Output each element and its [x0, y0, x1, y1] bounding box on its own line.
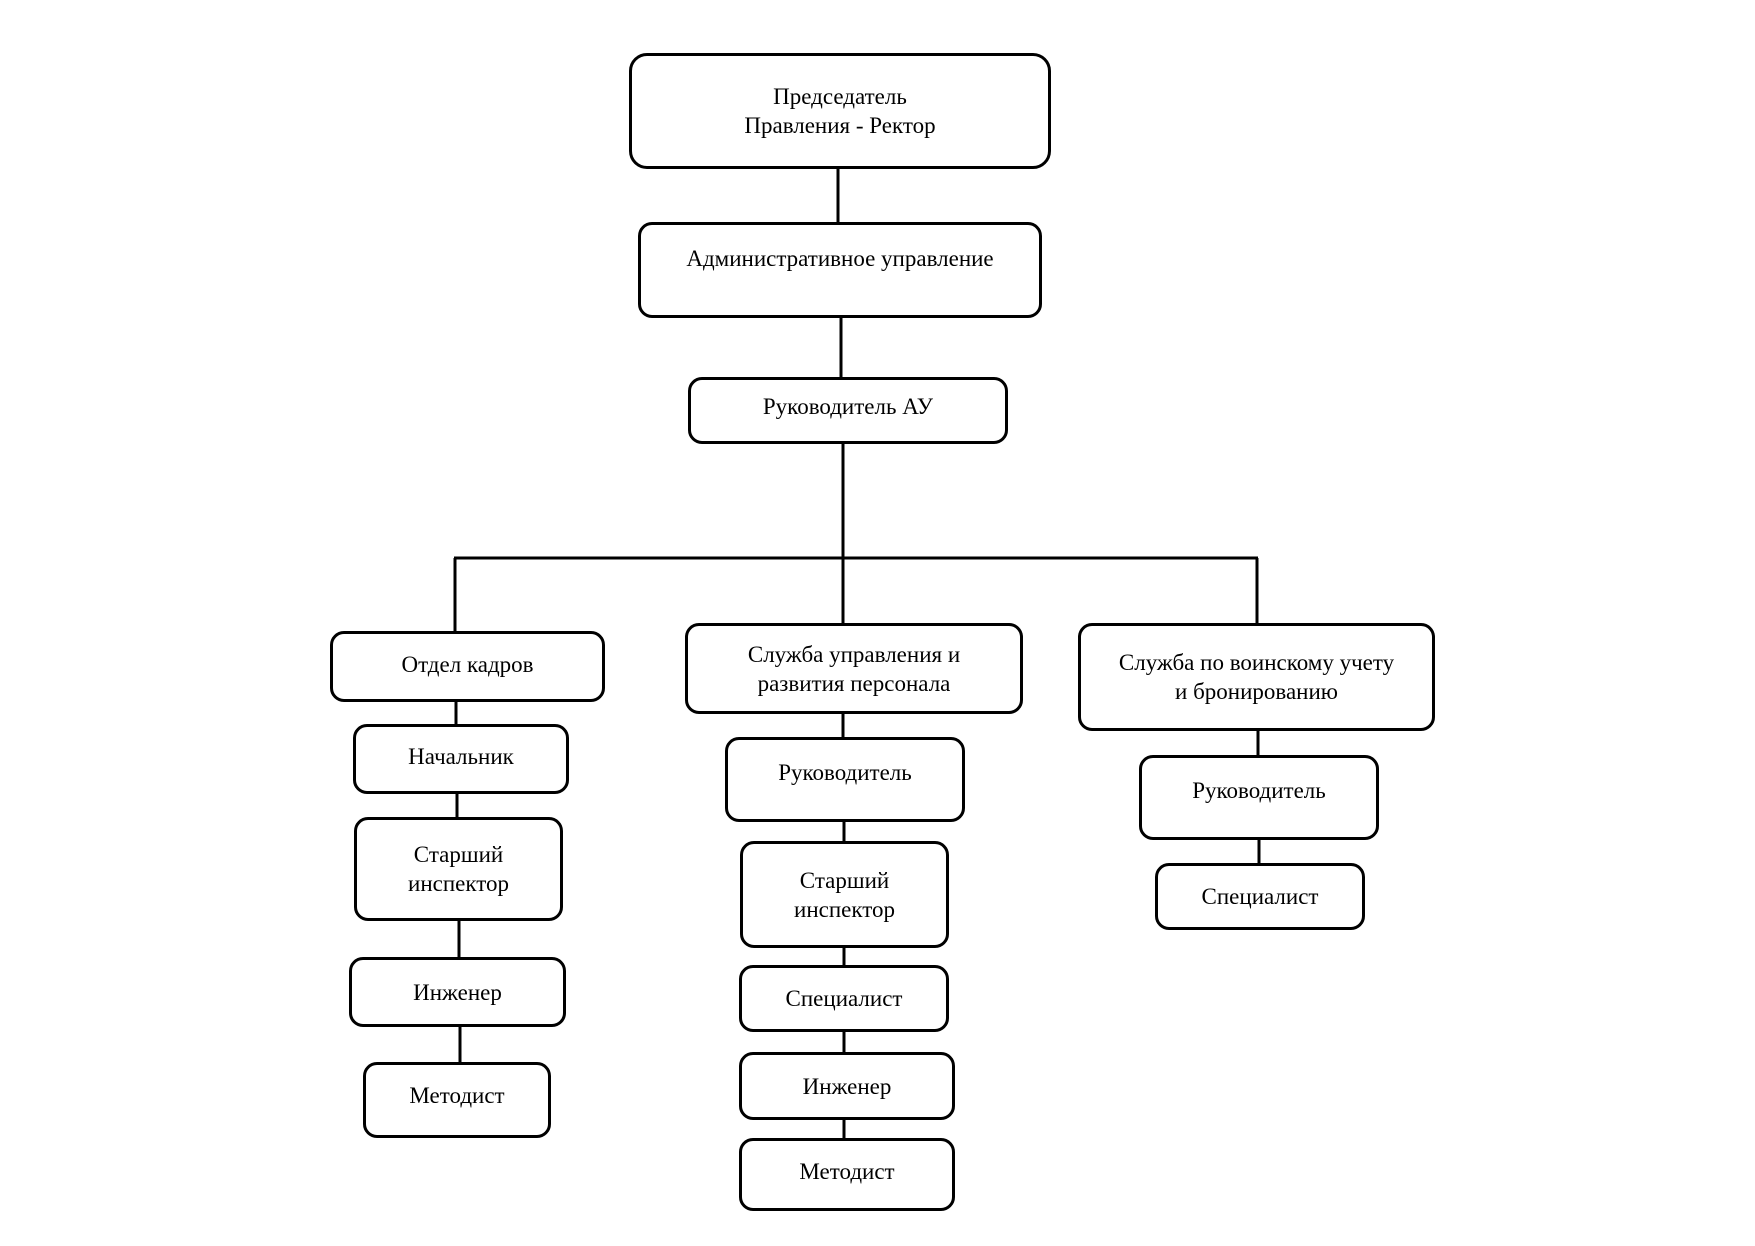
admin-office-box: Административное управление [638, 222, 1042, 318]
position-label: Специалист [1201, 884, 1319, 909]
position-label-line-1: Старший [413, 842, 504, 867]
position-box: Руководитель [1139, 755, 1379, 840]
position-label: Руководитель [778, 760, 912, 785]
admin-head-label: Руководитель АУ [762, 394, 934, 419]
position-box: Старший инспектор [354, 817, 563, 921]
position-box: Специалист [739, 965, 949, 1032]
department-title-line-1: Служба по воинскому учету [1118, 650, 1395, 675]
position-box: Методист [739, 1138, 955, 1211]
position-label: Инженер [413, 979, 502, 1005]
position-box: Методист [363, 1062, 551, 1138]
position-box: Старший инспектор [740, 841, 949, 948]
position-label-line-2: инспектор [408, 871, 509, 896]
position-label: Методист [799, 1159, 895, 1184]
chairman-line-2: Правления - Ректор [744, 113, 936, 138]
position-label-line-2: инспектор [794, 896, 895, 922]
position-box: Инженер [739, 1052, 955, 1120]
admin-office-label: Административное управление [686, 245, 994, 271]
position-label: Специалист [785, 986, 903, 1011]
position-label: Начальник [408, 743, 514, 769]
department-box-hr: Отдел кадров [330, 631, 605, 702]
department-title-line-2: и бронированию [1175, 679, 1338, 704]
department-title-line-1: Служба управления и [747, 641, 961, 667]
position-box: Специалист [1155, 863, 1365, 930]
department-box-personnel: Служба управления и развития персонала [685, 623, 1023, 714]
position-label-line-1: Старший [799, 867, 890, 893]
department-title-line-2: развития персонала [757, 670, 951, 696]
admin-head-box: Руководитель АУ [688, 377, 1008, 444]
chairman-line-1: Председатель [773, 84, 907, 109]
department-title: Отдел кадров [401, 652, 534, 677]
department-box-military: Служба по воинскому учету и бронированию [1078, 623, 1435, 731]
position-box: Начальник [353, 724, 569, 794]
position-label: Руководитель [1192, 778, 1326, 803]
position-label: Методист [409, 1082, 505, 1108]
chairman-box: Председатель Правления - Ректор [629, 53, 1051, 169]
position-box: Инженер [349, 957, 566, 1027]
position-box: Руководитель [725, 737, 965, 822]
position-label: Инженер [802, 1073, 892, 1099]
